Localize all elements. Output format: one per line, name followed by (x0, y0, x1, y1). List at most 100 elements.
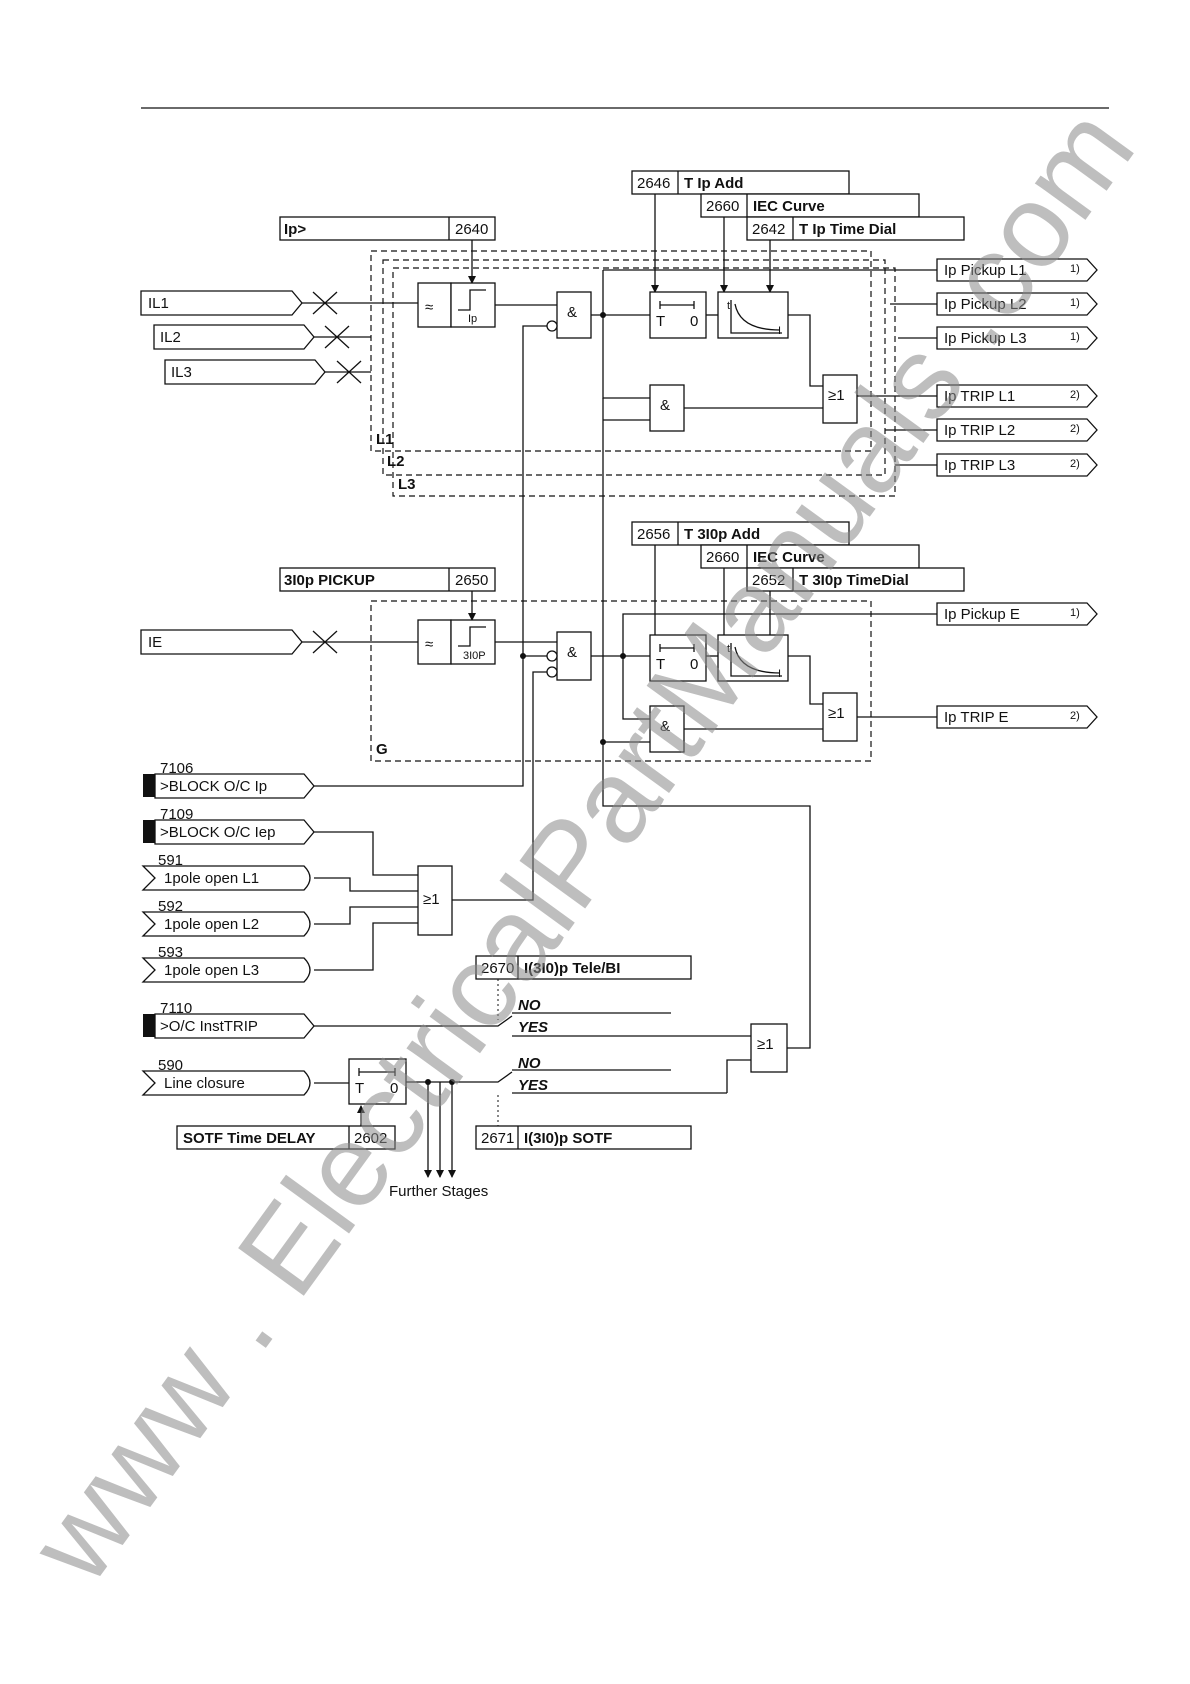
sotf-delay-address: 2602 (354, 1130, 387, 1147)
input-il2 (153, 324, 315, 350)
svg-text:Line closure: Line closure (164, 1075, 245, 1092)
t-ip-time-dial-address: 2642 (752, 221, 785, 238)
switch-1-no: NO (518, 997, 541, 1014)
tele-bi-address: 2670 (481, 960, 514, 977)
cross-marker-ground (312, 630, 338, 654)
sotf-box (475, 1125, 692, 1150)
frame-l3 (392, 267, 896, 497)
pickup-3i0p-box (279, 567, 496, 592)
input-block-iep: 7109 >BLOCK O/C Iep (143, 806, 315, 845)
svg-text:>O/C InstTRIP: >O/C InstTRIP (160, 1018, 258, 1035)
curve-ground-i: I (778, 668, 781, 680)
timer-block-ground (649, 634, 707, 682)
iec-curve-2-label: IEC Curve (753, 549, 825, 566)
pickup-3i0p-label: 3I0p PICKUP (284, 572, 375, 589)
curve-ground-t: t (727, 643, 730, 655)
svg-text:Ip TRIP L1: Ip TRIP L1 (944, 388, 1015, 405)
or-gate-inst (750, 1023, 788, 1073)
timer-sotf-0: 0 (390, 1080, 398, 1097)
input-il3 (164, 359, 326, 385)
filter-symbol-phase: ≈ (425, 299, 433, 316)
t-ip-time-dial-label: T Ip Time Dial (799, 221, 896, 238)
curve-phase-i: I (778, 325, 781, 337)
t-ip-time-dial-box (746, 216, 965, 241)
svg-text:Ip Pickup E: Ip Pickup E (944, 606, 1020, 623)
and-gate-phase-2-label: & (660, 397, 670, 414)
frame-l1 (370, 250, 872, 452)
sotf-delay-box (176, 1125, 396, 1150)
switch-2-no: NO (518, 1055, 541, 1072)
svg-text:Ip Pickup L1: Ip Pickup L1 (944, 262, 1027, 279)
svg-text:>BLOCK O/C Ip: >BLOCK O/C Ip (160, 778, 267, 795)
label-l2: L2 (387, 453, 405, 470)
input-pole-l1: 591 1pole open L1 (141, 852, 311, 891)
svg-text:592: 592 (158, 898, 183, 915)
and-gate-ground-2-label: & (660, 718, 670, 735)
svg-text:1): 1) (1070, 331, 1080, 343)
and-gate-phase-2 (649, 384, 685, 432)
frame-g (370, 600, 872, 762)
svg-text:1pole open L3: 1pole open L3 (164, 962, 259, 979)
input-ie-label: IE (148, 634, 162, 651)
iec-curve-1-label: IEC Curve (753, 198, 825, 215)
input-inst-trip: 7110 >O/C InstTRIP (143, 1000, 315, 1039)
svg-text:Ip TRIP L2: Ip TRIP L2 (944, 422, 1015, 439)
svg-text:2): 2) (1070, 458, 1080, 470)
pickup-3i0p-address: 2650 (455, 572, 488, 589)
filter-block-ground (417, 619, 452, 665)
svg-text:7110: 7110 (160, 1000, 192, 1017)
svg-text:1pole open L2: 1pole open L2 (164, 916, 259, 933)
t-3i0p-timedial-label: T 3I0p TimeDial (799, 572, 909, 589)
or-gate-block (417, 865, 453, 936)
svg-text:Ip TRIP E: Ip TRIP E (944, 709, 1008, 726)
svg-text:1): 1) (1070, 263, 1080, 275)
or-gate-phase (822, 374, 858, 424)
timer-sotf-t: T (355, 1080, 364, 1097)
or-gate-ground-label: ≥1 (828, 705, 845, 722)
input-line-closure: 590 Line closure (141, 1057, 311, 1096)
threshold-label-ip: Ip (468, 313, 477, 325)
curve-phase-t: t (727, 300, 730, 312)
svg-text:1): 1) (1070, 297, 1080, 309)
input-ie (140, 629, 303, 655)
timer-phase-t: T (656, 313, 665, 330)
input-il1 (140, 290, 303, 316)
switch-1-yes: YES (518, 1019, 548, 1036)
svg-text:Ip Pickup L2: Ip Pickup L2 (944, 296, 1027, 313)
output-pickup-l2: Ip Pickup L2 1) (936, 292, 1098, 316)
label-l1: L1 (376, 431, 394, 448)
and-gate-phase (556, 291, 592, 339)
tele-bi-label: I(3I0)p Tele/BI (524, 960, 620, 977)
t-3i0p-timedial-address: 2652 (752, 572, 785, 589)
input-pole-l3: 593 1pole open L3 (141, 944, 311, 983)
input-il1-label: IL1 (148, 295, 169, 312)
threshold-label-3i0p: 3I0P (463, 650, 486, 662)
and-gate-ground-label: & (567, 644, 577, 661)
output-pickup-l3: Ip Pickup L3 1) (936, 326, 1098, 350)
or-gate-inst-label: ≥1 (757, 1036, 774, 1053)
cross-markers-phase (312, 291, 362, 384)
iec-curve-1-address: 2660 (706, 198, 739, 215)
timer-ground-t: T (656, 656, 665, 673)
svg-text:593: 593 (158, 944, 183, 961)
label-l3: L3 (398, 476, 416, 493)
svg-text:2): 2) (1070, 389, 1080, 401)
further-stages: Further Stages (389, 1183, 488, 1200)
iec-curve-2-address: 2660 (706, 549, 739, 566)
input-il3-label: IL3 (171, 364, 192, 381)
timer-ground-0: 0 (690, 656, 698, 673)
or-gate-ground (822, 692, 858, 742)
ip-setting-address: 2640 (455, 221, 488, 238)
filter-symbol-ground: ≈ (425, 636, 433, 653)
svg-text:Ip Pickup L3: Ip Pickup L3 (944, 330, 1027, 347)
switch-2-yes: YES (518, 1077, 548, 1094)
t-3i0p-timedial-box (746, 567, 965, 592)
t-ip-add-label: T Ip Add (684, 175, 743, 192)
output-trip-e: Ip TRIP E 2) (936, 705, 1098, 729)
input-pole-l2: 592 1pole open L2 (141, 898, 311, 937)
filter-block-phase (417, 282, 452, 328)
label-g: G (376, 741, 388, 758)
svg-text:Ip TRIP L3: Ip TRIP L3 (944, 457, 1015, 474)
svg-text:2): 2) (1070, 423, 1080, 435)
